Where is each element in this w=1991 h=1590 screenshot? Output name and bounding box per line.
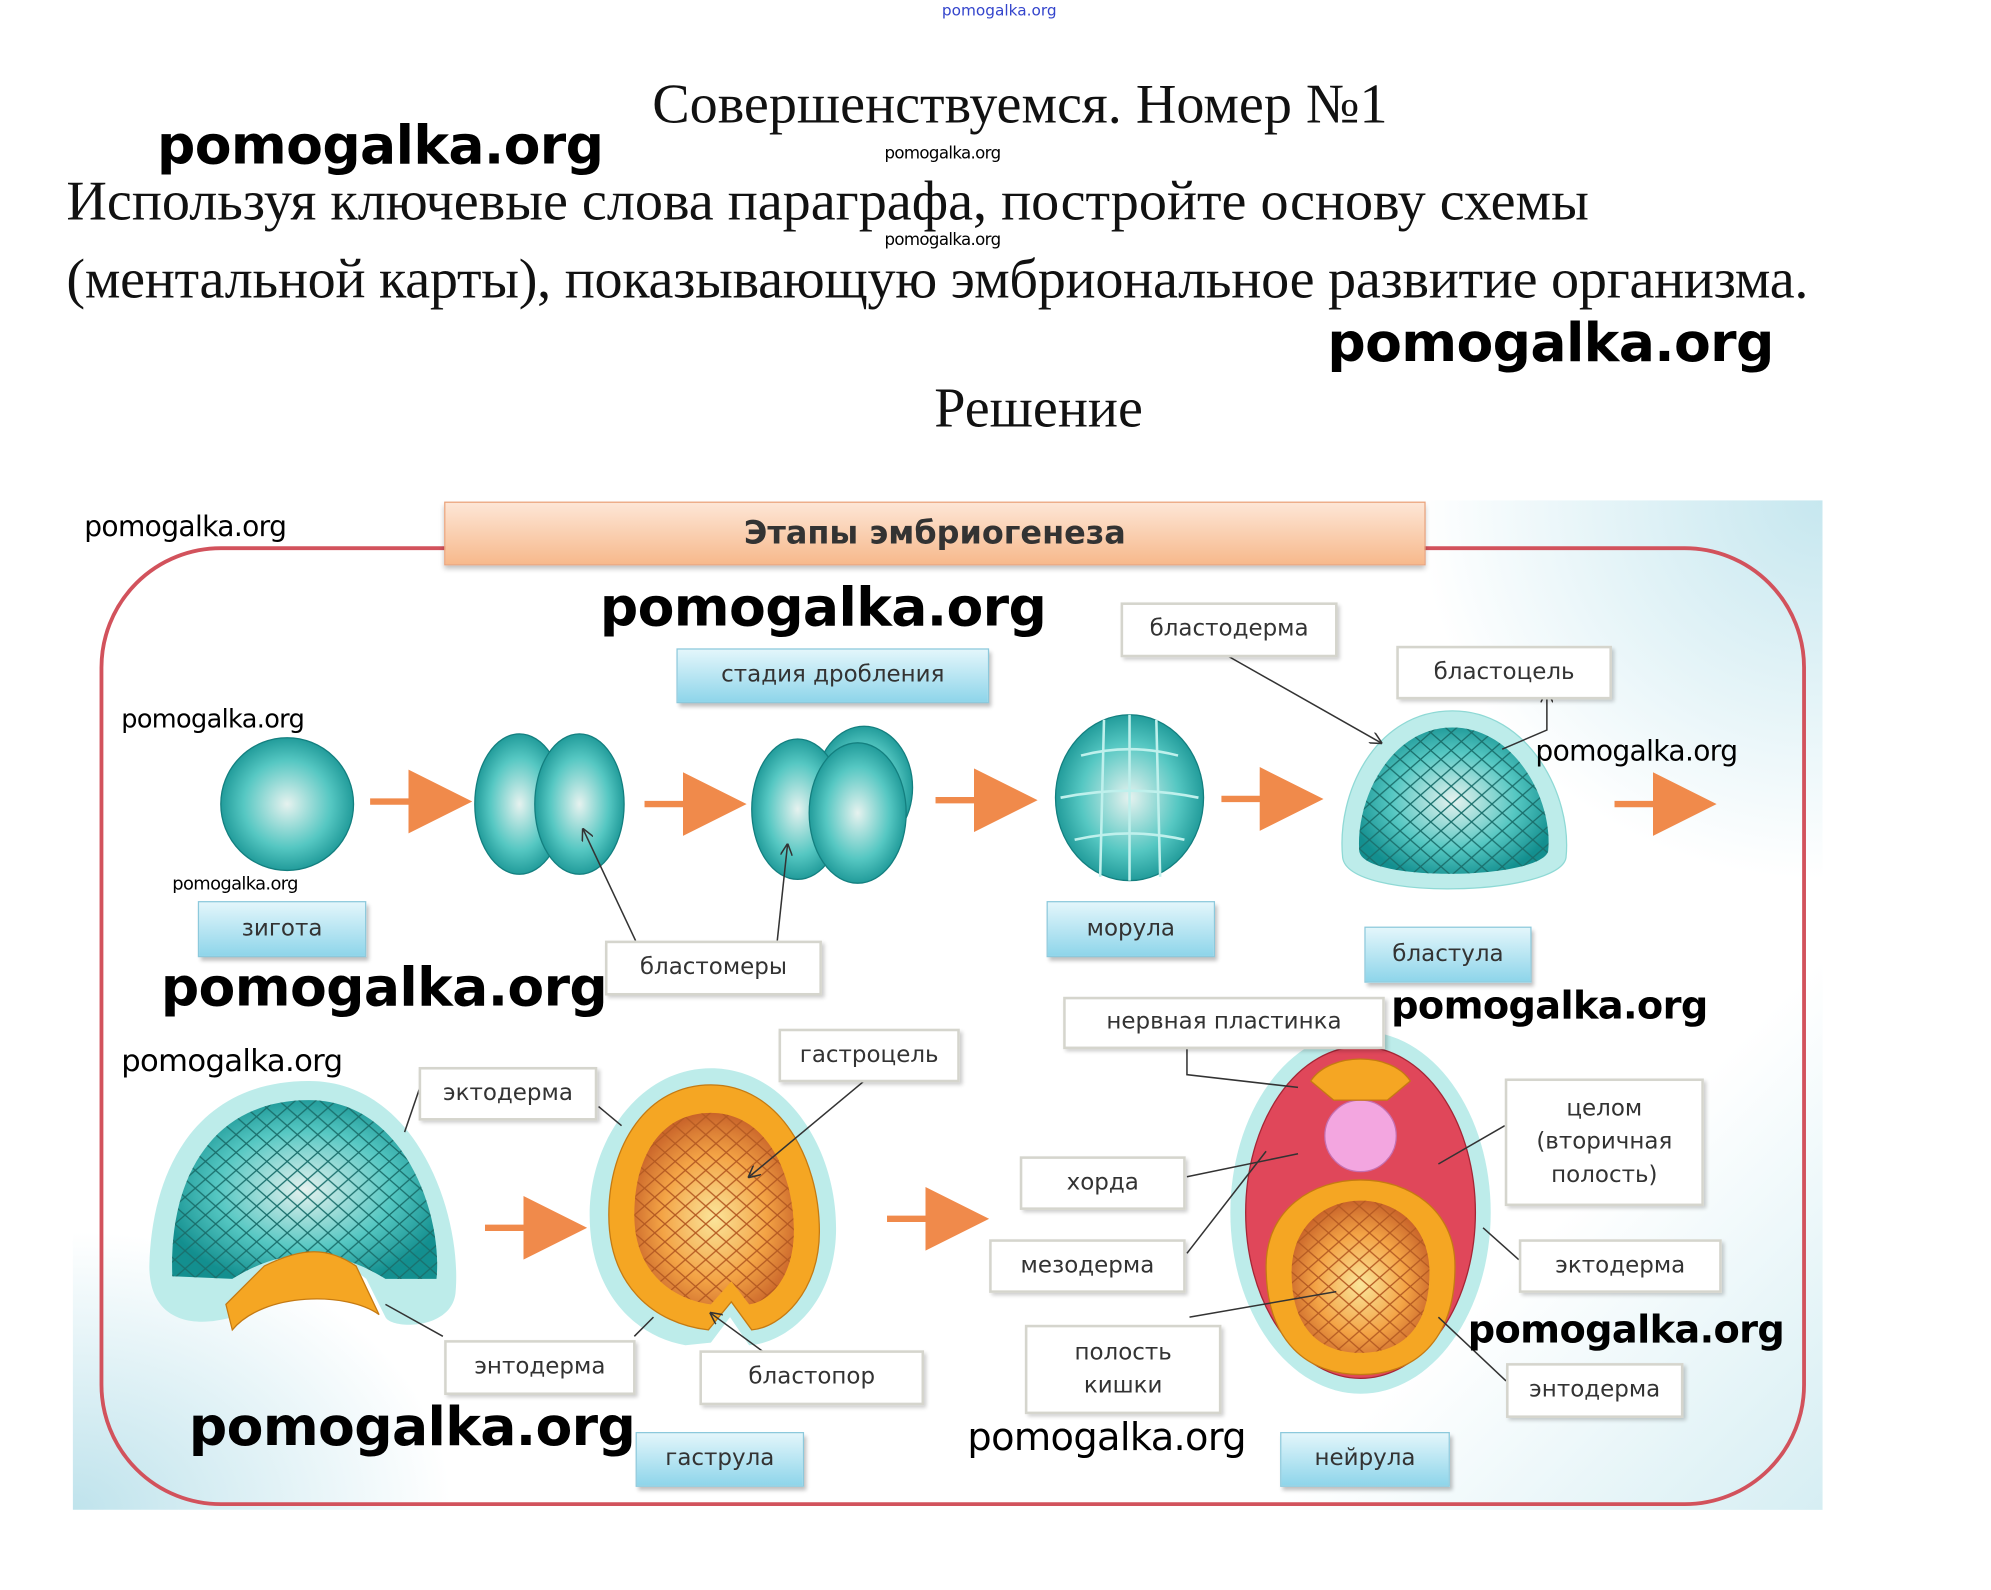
watermark: pomogalka.org	[1327, 311, 1774, 374]
task-text-line-1: Используя ключевые слова параграфа, пост…	[66, 169, 1589, 233]
label-endoderm-neurula: энтодерма	[1506, 1363, 1684, 1418]
watermark: pomogalka.org	[121, 703, 305, 734]
top-watermark[interactable]: pomogalka.org	[941, 1, 1057, 20]
watermark: pomogalka.org	[84, 511, 287, 544]
early-gastrula-icon	[149, 1081, 457, 1332]
two-cell-stage-icon	[474, 733, 625, 875]
label-mesoderm: мезодерма	[989, 1239, 1186, 1293]
stage-arrows	[370, 767, 1717, 1260]
label-blastopore: бластопор	[699, 1350, 925, 1406]
zygote-cell-icon	[220, 737, 355, 872]
watermark: pomogalka.org	[1535, 736, 1738, 769]
watermark: pomogalka.org	[884, 231, 1001, 251]
morula-icon	[1054, 714, 1205, 882]
watermark: pomogalka.org	[884, 144, 1001, 164]
neurula-icon	[1230, 1031, 1491, 1394]
label-chorda: хорда	[1019, 1156, 1186, 1210]
embryogenesis-diagram: Этапы эмбриогенеза стадия дробления зиго…	[72, 500, 1823, 1510]
label-ectoderm-gastrula: эктодерма	[418, 1066, 598, 1121]
stage-label-morula: морула	[1046, 901, 1216, 958]
pointer-lines	[385, 655, 1546, 1382]
label-gut-cavity-line-2: кишки	[1083, 1372, 1163, 1399]
label-coelom-line-2: (вторичная	[1536, 1128, 1673, 1155]
watermark: pomogalka.org	[188, 1394, 636, 1458]
blastula-icon	[1341, 710, 1568, 890]
watermark: pomogalka.org	[1391, 984, 1708, 1029]
label-gut-cavity-line-1: полость	[1074, 1338, 1172, 1366]
label-ectoderm-neurula: эктодерма	[1518, 1239, 1722, 1293]
watermark: pomogalka.org	[156, 113, 604, 177]
label-blastomeres: бластомеры	[604, 940, 822, 996]
label-coelom-line-3: полость)	[1551, 1161, 1658, 1189]
label-gastrocoel: гастроцель	[778, 1028, 960, 1083]
stage-label-gastrula: гаструла	[635, 1432, 805, 1487]
label-blastocoel: бластоцель	[1396, 645, 1612, 700]
stage-label-zygote: зигота	[197, 901, 367, 958]
watermark: pomogalka.org	[967, 1415, 1246, 1461]
stage-label-blastula: бластула	[1364, 926, 1532, 983]
watermark: pomogalka.org	[160, 955, 608, 1019]
watermark: pomogalka.org	[172, 874, 298, 895]
label-coelom: целом (вторичная полость)	[1504, 1078, 1704, 1207]
task-text-line-2: (ментальной карты), показывающую эмбрион…	[66, 247, 1809, 311]
label-neural-plate: нервная пластинка	[1063, 996, 1385, 1050]
diagram-title: Этапы эмбриогенеза	[444, 501, 1426, 566]
watermark: pomogalka.org	[1467, 1308, 1785, 1353]
label-coelom-line-1: целом	[1566, 1094, 1643, 1122]
gastrula-icon	[589, 1068, 837, 1346]
stage-label-neurula: нейрула	[1280, 1432, 1450, 1487]
label-endoderm-gastrula: энтодерма	[444, 1340, 636, 1395]
watermark: pomogalka.org	[121, 1042, 343, 1079]
label-blastoderm: бластодерма	[1120, 602, 1338, 658]
four-cell-stage-icon	[751, 725, 914, 884]
watermark: pomogalka.org	[599, 575, 1047, 639]
diagram-illustrations	[149, 655, 1717, 1394]
solution-heading: Решение	[934, 376, 1143, 440]
page-title: Совершенствуемся. Номер №1	[652, 72, 1388, 136]
label-gut-cavity: полость кишки	[1024, 1324, 1222, 1415]
stage-label-cleavage: стадия дробления	[676, 648, 990, 704]
